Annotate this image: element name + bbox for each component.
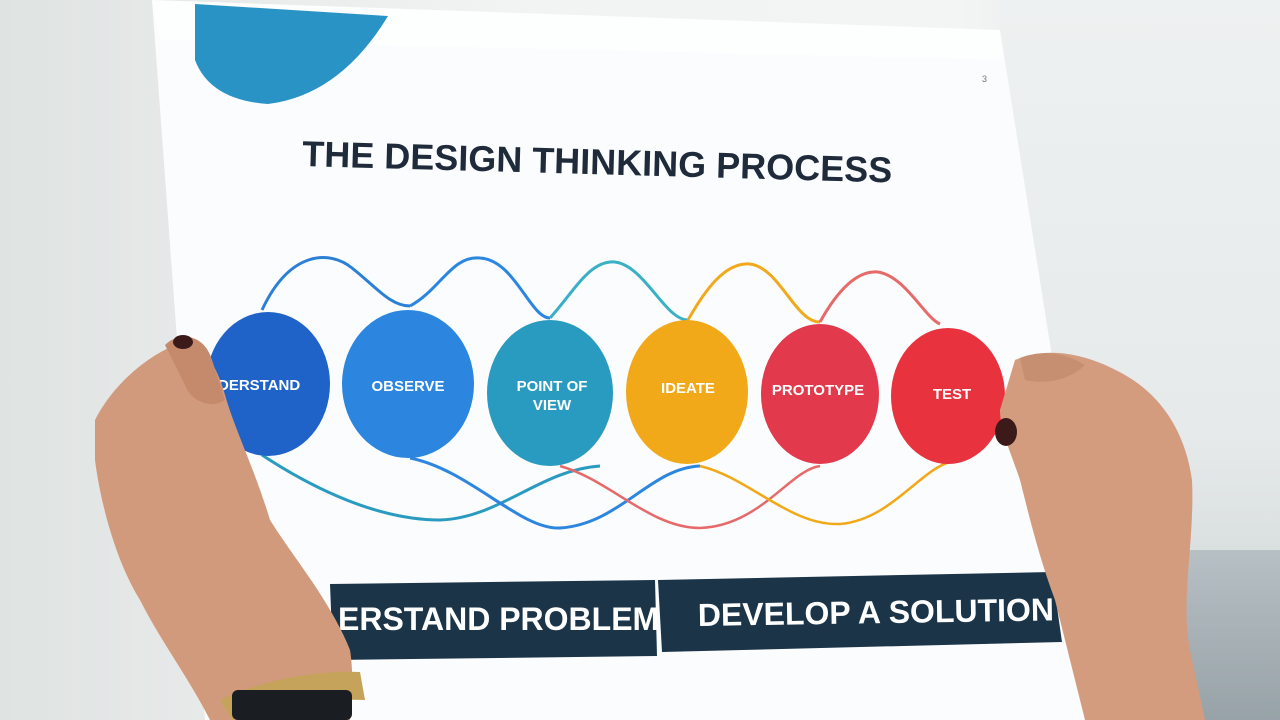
stage-test: TEST xyxy=(891,328,1005,464)
corner-shape xyxy=(195,4,388,104)
right-hand-palm xyxy=(1000,352,1205,720)
left-hand-palm xyxy=(95,343,353,720)
stage-label-understand: DERSTAND xyxy=(218,377,300,394)
left-hand-nail xyxy=(173,335,193,349)
bottom-wave-3 xyxy=(559,464,821,530)
watch xyxy=(232,690,352,720)
left-hand xyxy=(95,335,365,720)
page-mark: 3 xyxy=(982,74,987,84)
band-understand-problem: ERSTAND PROBLEM xyxy=(330,580,659,660)
stage-label-ideate: IDEATE xyxy=(661,380,715,397)
stage-circle-point-of-view xyxy=(487,320,613,466)
top-wave-4 xyxy=(686,262,821,324)
stage-label-prototype: PROTOTYPE xyxy=(772,382,864,399)
stage-circle-ideate xyxy=(626,320,748,464)
right-hand-finger xyxy=(1020,353,1085,382)
stage-circle-observe xyxy=(342,310,474,458)
stage-prototype: PROTOTYPE xyxy=(761,324,879,464)
band-develop-solution: DEVELOP A SOLUTION xyxy=(658,572,1062,652)
right-hand xyxy=(995,352,1205,720)
right-hand-nail xyxy=(995,418,1017,446)
stage-label-observe: OBSERVE xyxy=(371,378,444,395)
stage-label-point-of-view-2: VIEW xyxy=(533,397,572,414)
stage-label-test: TEST xyxy=(933,386,971,403)
stage-observe: OBSERVE xyxy=(342,310,474,458)
band-right-text: DEVELOP A SOLUTION xyxy=(698,591,1055,633)
band-left-shape xyxy=(330,580,657,660)
top-wave-1 xyxy=(260,256,411,311)
band-left-text: ERSTAND PROBLEM xyxy=(338,601,659,637)
top-wave-2 xyxy=(409,256,551,320)
poster-sheet xyxy=(152,0,1110,720)
bottom-wave-2 xyxy=(409,456,701,530)
left-hand-thumb xyxy=(165,336,225,405)
band-right-shape xyxy=(658,572,1062,652)
top-wave-3 xyxy=(548,260,689,322)
stage-circle-understand xyxy=(206,312,330,456)
stage-point-of-view: POINT OF VIEW xyxy=(487,320,613,466)
stage-understand: DERSTAND xyxy=(206,312,330,456)
stage-circle-prototype xyxy=(761,324,879,464)
bottom-wave-1 xyxy=(261,453,601,522)
top-wave-5 xyxy=(818,270,941,326)
stage-ideate: IDEATE xyxy=(626,320,748,464)
stage-circle-test xyxy=(891,328,1005,464)
bottom-wave-4 xyxy=(699,460,951,526)
stage-label-point-of-view-1: POINT OF xyxy=(517,378,588,395)
